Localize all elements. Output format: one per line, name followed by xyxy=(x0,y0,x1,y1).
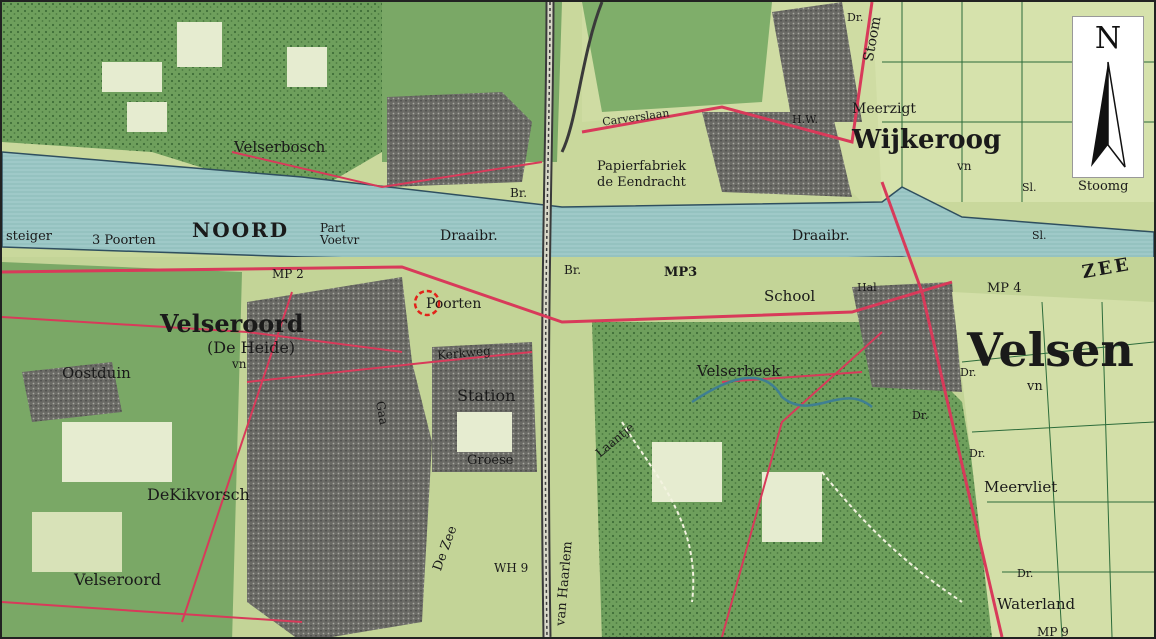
label-velseroord-bottom: Velseroord xyxy=(74,570,162,589)
label-de-eendracht: de Eendracht xyxy=(597,175,686,190)
north-arrow-icon xyxy=(1091,61,1126,168)
field-station-a xyxy=(457,412,512,452)
label-dr-3: Dr. xyxy=(969,447,986,460)
label-velserbeek: Velserbeek xyxy=(697,362,781,380)
north-arrow: N xyxy=(1072,16,1144,178)
label-mp2: MP 2 xyxy=(272,267,304,281)
label-de-kikvorsch: DeKikvorsch xyxy=(147,485,250,504)
label-dr-1: Dr. xyxy=(960,366,977,379)
field-patch-d xyxy=(127,102,167,132)
field-patch-b xyxy=(177,22,222,67)
label-wh9: WH 9 xyxy=(494,561,529,575)
label-school: School xyxy=(764,287,816,305)
label-waterland: Waterland xyxy=(997,595,1076,613)
urban-wijkeroog xyxy=(772,2,862,122)
label-velseroord: Velseroord xyxy=(160,309,304,338)
label-velsen-vn: vn xyxy=(1027,379,1043,394)
road-main-10 xyxy=(721,371,863,383)
urban-velsen xyxy=(852,282,962,392)
label-velsen: Velsen xyxy=(967,323,1134,377)
urban-north-centre xyxy=(387,92,532,187)
label-dr-2: Dr. xyxy=(912,409,929,422)
label-mp3: MP3 xyxy=(664,265,698,280)
label-part-voetvr: Part Voetvr xyxy=(320,221,360,247)
label-papierfabriek: Papierfabriek xyxy=(597,159,687,174)
label-de-heide: (De Heide) xyxy=(207,338,296,357)
woodland-ne xyxy=(582,2,772,112)
field-sw-a xyxy=(62,422,172,482)
road-main-3 xyxy=(581,2,874,144)
label-hw: H.W. xyxy=(792,113,818,126)
label-stoomg: Stoomg xyxy=(1078,179,1129,194)
location-marker xyxy=(413,289,441,317)
label-station: Station xyxy=(457,386,516,405)
field-se-b xyxy=(762,472,822,542)
label-dr-4: Dr. xyxy=(1017,567,1034,580)
label-br-top: Br. xyxy=(510,186,528,200)
label-draaibr-left: Draaibr. xyxy=(440,228,498,244)
label-velseroord-vn: vn xyxy=(232,357,247,371)
road-main-9 xyxy=(2,601,303,623)
road-main-1 xyxy=(2,265,953,324)
label-wijkeroog: Wijkeroog xyxy=(852,125,1002,155)
label-noord: NOORD xyxy=(192,218,290,242)
label-gaa: Gaa xyxy=(372,400,391,426)
field-sw-b xyxy=(32,512,122,572)
field-patch-c xyxy=(287,47,327,87)
label-groese: Groese xyxy=(467,453,514,468)
label-poorten: Poorten xyxy=(426,296,482,312)
label-meervliet: Meervliet xyxy=(984,478,1058,496)
label-steiger: steiger xyxy=(6,229,52,244)
urban-papierfabriek xyxy=(702,112,852,197)
road-main-4 xyxy=(880,181,1004,637)
road-main-8 xyxy=(721,331,883,637)
label-meerzigt: Meerzigt xyxy=(852,101,917,117)
urban-oostduin xyxy=(22,362,122,422)
label-dr-top: Dr. xyxy=(847,11,864,24)
road-main-5 xyxy=(2,316,403,353)
label-oostduin: Oostduin xyxy=(62,364,131,382)
label-mp4: MP 4 xyxy=(987,281,1022,296)
field-patch-a xyxy=(102,62,162,92)
road-main-6 xyxy=(181,291,293,623)
label-hal: Hal xyxy=(857,281,877,294)
label-br-mid: Br. xyxy=(564,263,582,277)
label-wijkeroog-vn: vn xyxy=(957,159,972,173)
north-label: N xyxy=(1094,21,1122,56)
label-mp9: MP 9 xyxy=(1037,625,1069,639)
label-sl2: Sl. xyxy=(1032,229,1047,242)
label-velserbosch: Velserbosch xyxy=(234,138,326,156)
label-sl1: Sl. xyxy=(1022,181,1037,194)
field-grid-east xyxy=(952,292,1154,637)
field-se-a xyxy=(652,442,722,502)
label-draaibr-right: Draaibr. xyxy=(792,228,850,244)
label-3-poorten-top: 3 Poorten xyxy=(92,233,156,248)
stream-velserbeek xyxy=(691,376,873,408)
road-main-2 xyxy=(231,151,543,189)
road-main-7 xyxy=(246,351,533,383)
